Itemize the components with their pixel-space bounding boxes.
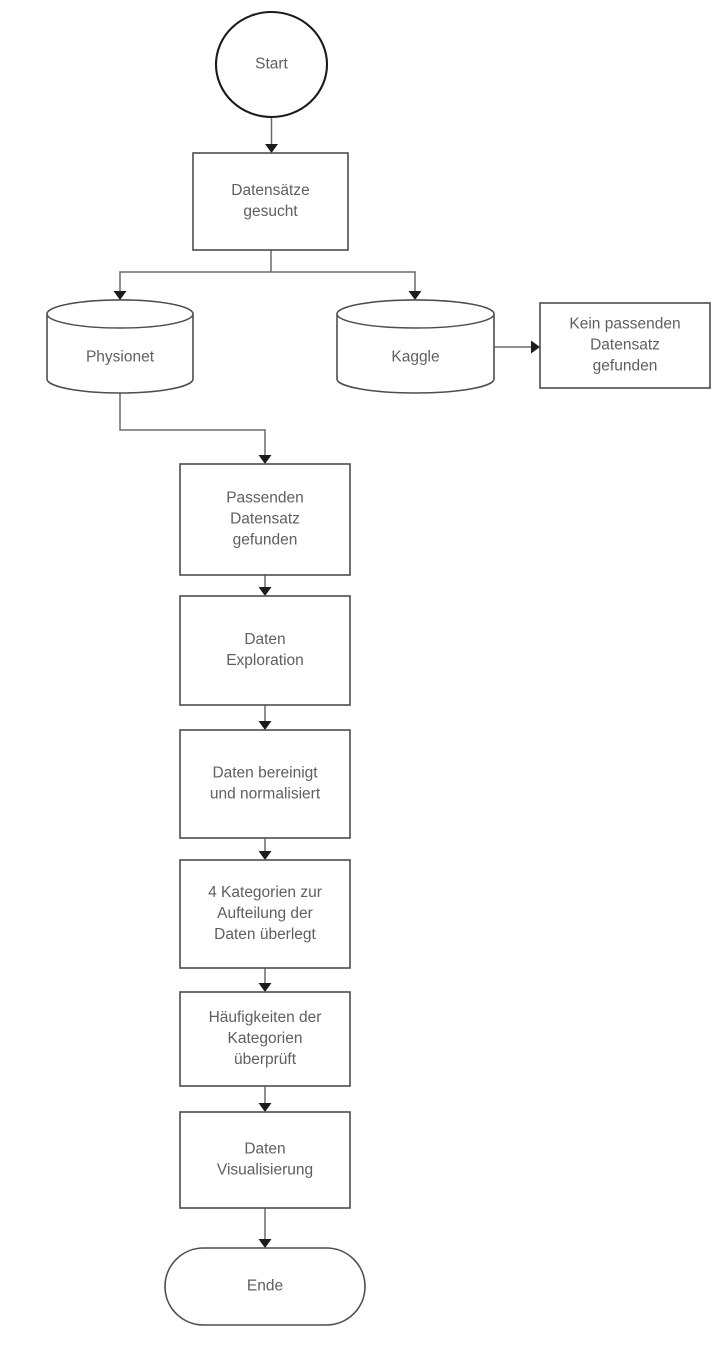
end-rounded-shape bbox=[164, 1247, 366, 1326]
edge-haeufigkeiten-to-visualisierung bbox=[258, 1086, 272, 1112]
arrowhead-icon bbox=[258, 587, 272, 596]
arrowhead-icon bbox=[408, 291, 422, 300]
arrowhead-icon bbox=[531, 340, 540, 354]
process-box-shape bbox=[539, 302, 711, 389]
arrowhead-icon bbox=[113, 291, 127, 300]
node-label-kaggle: Kaggle bbox=[391, 349, 439, 366]
node-label-ende: Ende bbox=[247, 1278, 283, 1295]
process-box-shape bbox=[179, 463, 351, 576]
edge-split-to-kaggle bbox=[271, 271, 422, 300]
edge-kategorien-to-haeufigkeiten bbox=[258, 968, 272, 992]
node-start[interactable]: Start bbox=[214, 10, 329, 119]
edge-kaggle-to-kein-passender bbox=[494, 340, 540, 354]
process-box-shape bbox=[192, 152, 349, 251]
node-kaggle[interactable]: Kaggle bbox=[336, 299, 495, 394]
edge-bereinigt-to-kategorien bbox=[258, 838, 272, 860]
process-box-shape bbox=[179, 1111, 351, 1209]
arrowhead-icon bbox=[258, 1239, 272, 1248]
process-box-shape bbox=[179, 729, 351, 839]
arrowhead-icon bbox=[258, 455, 272, 464]
arrowhead-icon bbox=[258, 721, 272, 730]
arrowhead-icon bbox=[258, 851, 272, 860]
arrowhead-icon bbox=[258, 983, 272, 992]
edge-line bbox=[271, 271, 416, 297]
edge-start-to-datensaetze bbox=[265, 117, 278, 153]
process-box-shape bbox=[179, 991, 351, 1087]
database-cylinder-top-icon bbox=[336, 299, 495, 329]
node-label-physionet: Physionet bbox=[86, 349, 155, 366]
node-label-start: Start bbox=[255, 56, 288, 73]
database-cylinder-top-icon bbox=[46, 299, 194, 329]
node-physionet[interactable]: Physionet bbox=[46, 299, 194, 394]
edge-exploration-to-bereinigt bbox=[258, 705, 272, 730]
edge-line bbox=[119, 393, 266, 461]
arrowhead-icon bbox=[265, 144, 278, 153]
arrowhead-icon bbox=[258, 1103, 272, 1112]
edges-layer bbox=[113, 117, 540, 1248]
edge-visualisierung-to-ende bbox=[258, 1208, 272, 1248]
process-box-shape bbox=[179, 595, 351, 706]
edge-physionet-to-passenden bbox=[119, 393, 272, 464]
start-circle-shape bbox=[214, 10, 329, 119]
edge-line bbox=[119, 271, 271, 297]
edge-split-to-physionet bbox=[113, 271, 271, 300]
edge-passenden-to-exploration bbox=[258, 575, 272, 596]
node-ende[interactable]: Ende bbox=[164, 1247, 366, 1326]
process-box-shape bbox=[179, 859, 351, 969]
